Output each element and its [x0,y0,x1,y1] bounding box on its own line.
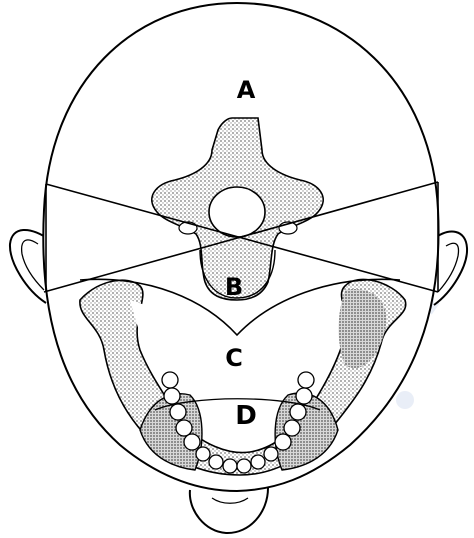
vertebral-foramen [209,187,265,237]
region-label-c: C [225,344,243,372]
region-label-b: B [225,273,243,301]
region-label-d: D [235,401,257,431]
region-label-a: A [237,76,256,104]
nose-tip [190,488,268,533]
